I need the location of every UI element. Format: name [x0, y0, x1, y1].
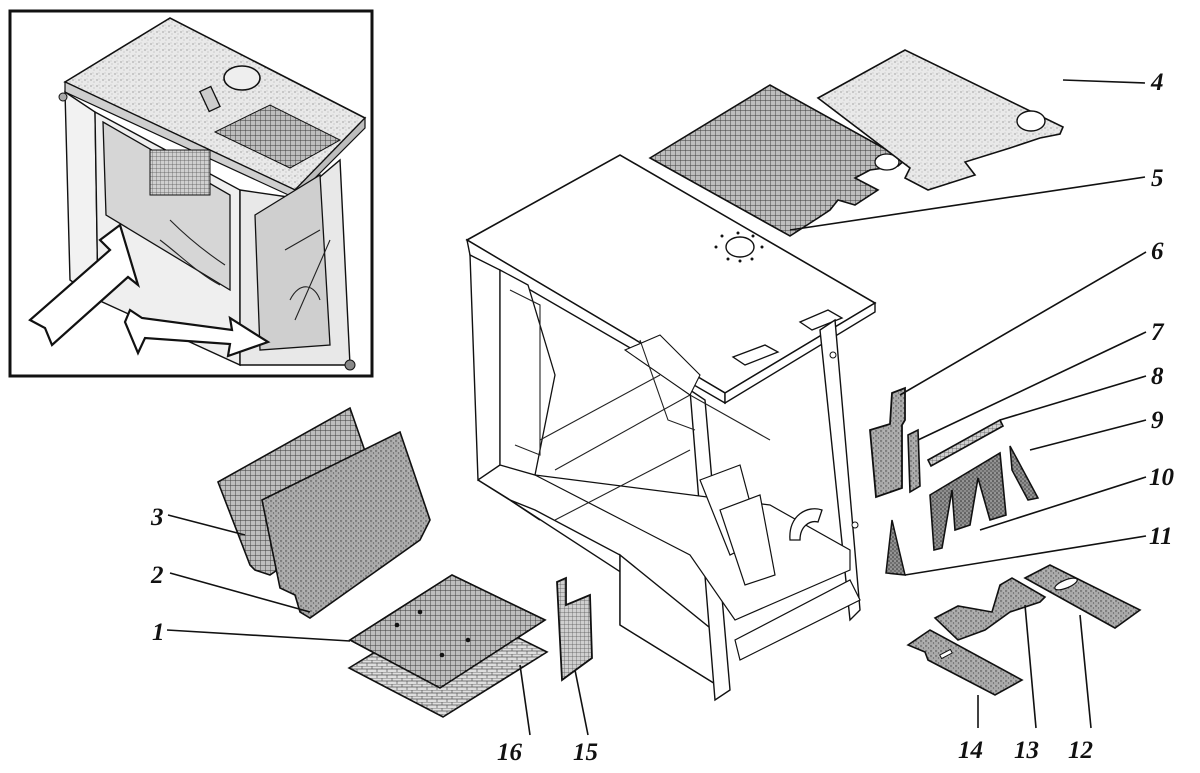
inset-arrow-bottom-icon	[123, 308, 271, 358]
leader-13	[1024, 604, 1037, 729]
callout-6: 6	[1151, 238, 1164, 265]
callout-12: 12	[1068, 737, 1093, 764]
roof-hatch	[725, 236, 755, 258]
leader-16	[519, 664, 531, 736]
leader-4	[1062, 79, 1146, 84]
leader-6	[899, 251, 1147, 396]
part-11-wedge	[885, 519, 906, 576]
inset-roof-hatch	[223, 65, 261, 91]
callout-15: 15	[573, 739, 598, 766]
inset-arrow-left-icon	[28, 223, 141, 347]
leader-2	[169, 572, 311, 613]
leader-7	[917, 331, 1147, 441]
part-15-side-panel	[556, 576, 593, 682]
callout-16: 16	[497, 739, 523, 766]
callout-2: 2	[150, 562, 164, 589]
part-10-panel	[929, 451, 1007, 552]
leader-3	[167, 514, 246, 536]
part-8-strip	[926, 418, 1005, 468]
wheel-arch	[789, 508, 823, 541]
part-7-strip	[907, 428, 921, 494]
part-13-floor-mat	[933, 577, 1047, 641]
leader-lines	[166, 79, 1147, 736]
callout-11: 11	[1149, 523, 1173, 550]
leader-15	[574, 669, 589, 736]
callout-1: 1	[152, 619, 165, 646]
leader-11	[904, 535, 1147, 576]
inset-roof-grid	[213, 104, 342, 169]
inset-view	[8, 9, 374, 378]
callout-10: 10	[1149, 464, 1175, 491]
callout-labels: 1 2 3 4 5 6 7 8 9 10 11 12 13 14 15 16	[150, 69, 1175, 766]
leader-8	[999, 375, 1147, 421]
leader-1	[166, 629, 351, 642]
callout-7: 7	[1151, 319, 1165, 346]
part-2-wall-panel	[261, 430, 431, 619]
leader-10	[979, 476, 1147, 531]
callout-14: 14	[958, 737, 983, 764]
leader-9	[1029, 419, 1147, 451]
part-9-wedge	[1009, 445, 1040, 501]
leader-12	[1079, 614, 1092, 729]
part-6-panel	[869, 386, 906, 499]
part-12-floor-mat	[1023, 564, 1142, 629]
callout-8: 8	[1151, 363, 1164, 390]
callout-5: 5	[1151, 165, 1164, 192]
callout-13: 13	[1014, 737, 1039, 764]
callout-9: 9	[1151, 407, 1164, 434]
callout-4: 4	[1150, 69, 1164, 96]
main-cab	[465, 154, 877, 702]
callout-3: 3	[150, 504, 164, 531]
part-14-floor-mat	[906, 629, 1024, 696]
leader-5	[789, 176, 1146, 231]
